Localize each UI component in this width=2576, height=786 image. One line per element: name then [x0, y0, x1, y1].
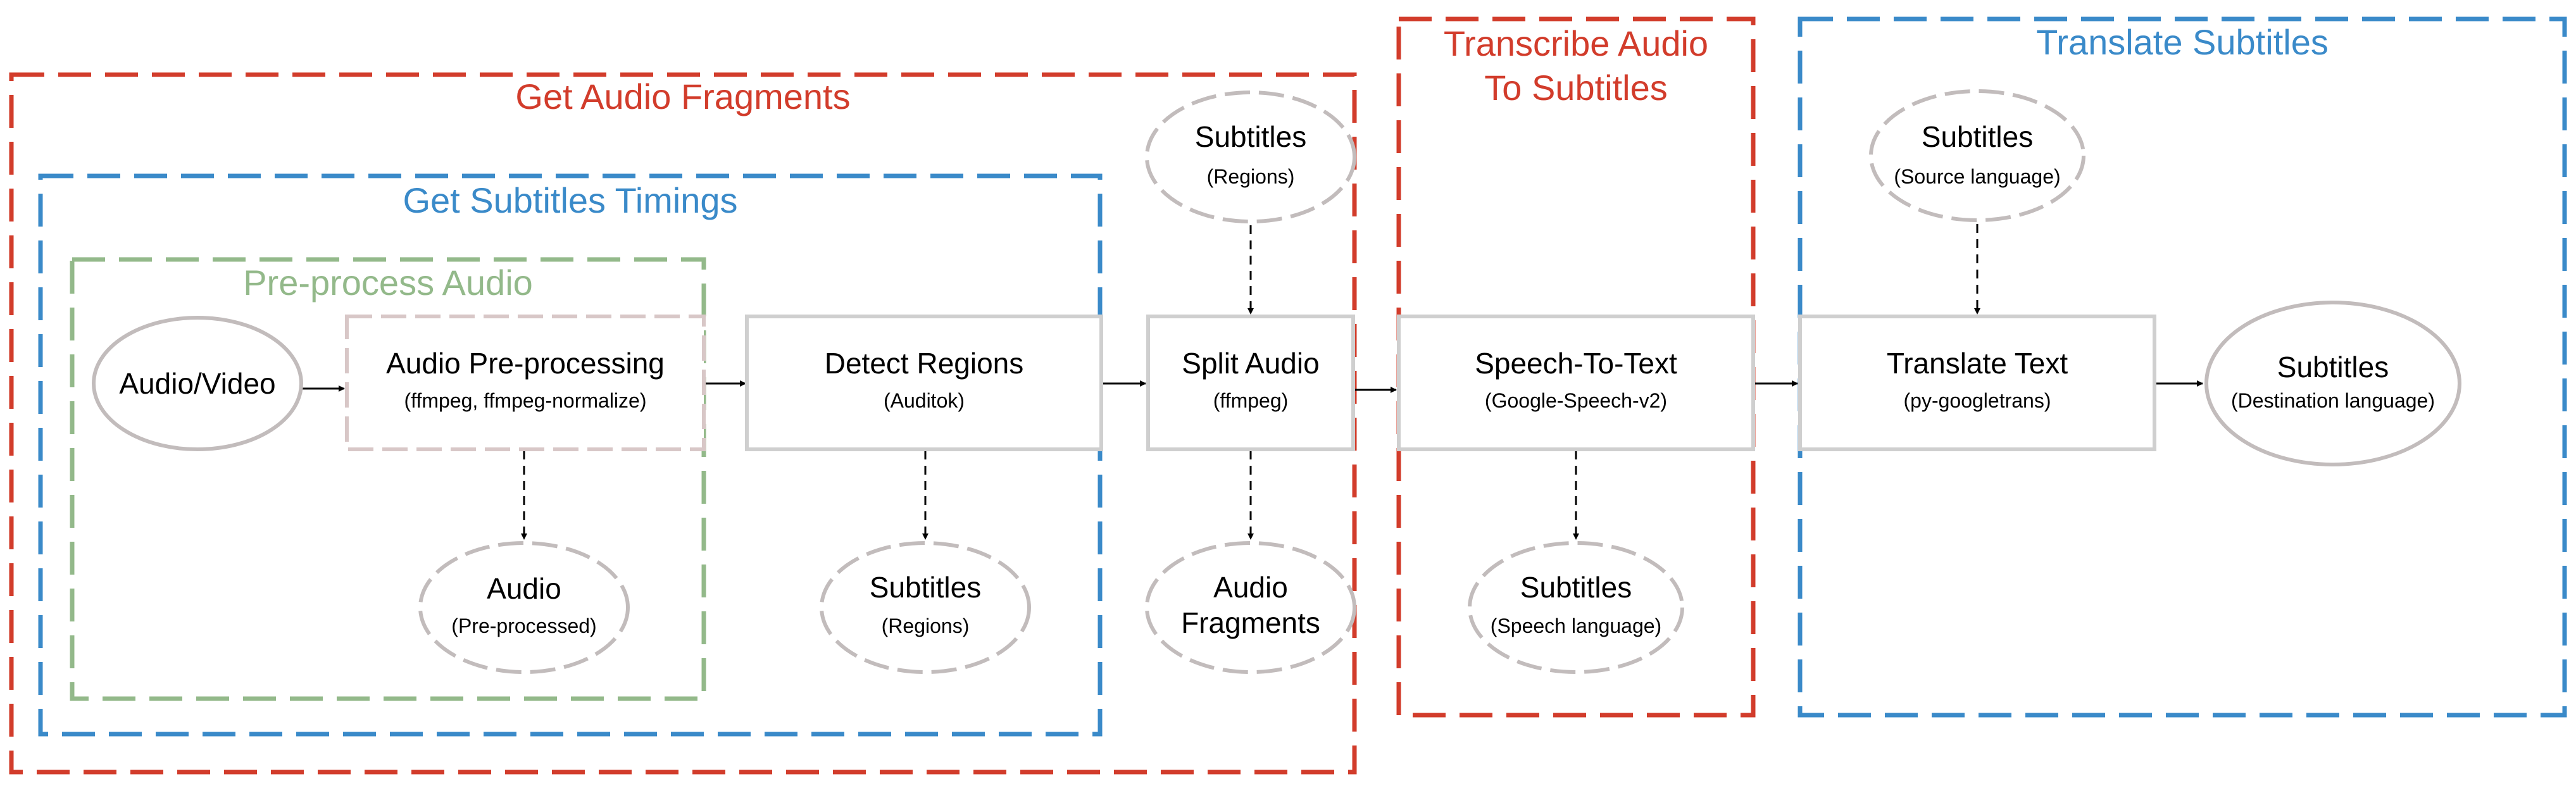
- node-subtitles-regions-out: Subtitles (Regions): [820, 541, 1031, 674]
- node-subtitles-regions-in-shape: [1145, 90, 1356, 223]
- node-split-audio: Split Audio (ffmpeg): [1146, 315, 1355, 451]
- node-subtitles-destination-title: Subtitles: [2277, 351, 2389, 384]
- group-title-transcribe-line2: To Subtitles: [1484, 68, 1668, 108]
- node-subtitles-regions-out-shape: [820, 541, 1031, 674]
- group-title-preprocess-audio: Pre-process Audio: [243, 263, 533, 303]
- node-subtitles-destination-shape: [2204, 301, 2461, 466]
- node-audio-preprocessing: Audio Pre-processing (ffmpeg, ffmpeg-nor…: [345, 315, 706, 451]
- node-subtitles-destination: Subtitles (Destination language): [2204, 301, 2461, 466]
- node-translate-text: Translate Text (py-googletrans): [1798, 315, 2156, 451]
- node-speech-to-text: Speech-To-Text (Google-Speech-v2): [1397, 315, 1755, 451]
- node-audio-preprocessing-sub: (ffmpeg, ffmpeg-normalize): [404, 389, 647, 412]
- node-subtitles-destination-sub: (Destination language): [2231, 389, 2435, 412]
- node-audio-preprocessed-title: Audio: [487, 572, 561, 605]
- group-preprocess-audio: [70, 257, 706, 701]
- node-subtitles-speech-shape: [1468, 541, 1684, 674]
- node-detect-regions-sub: (Auditok): [884, 389, 965, 412]
- node-audio-fragments-shape: [1145, 541, 1356, 674]
- node-audio-preprocessing-shape: [345, 315, 706, 451]
- node-subtitles-source-title: Subtitles: [1922, 120, 2033, 153]
- node-detect-regions-shape: [745, 315, 1103, 451]
- node-audio-preprocessed-sub: (Pre-processed): [451, 614, 596, 637]
- node-audio-video-shape: [92, 316, 303, 451]
- node-audio-preprocessed-shape: [418, 541, 630, 674]
- node-translate-text-title: Translate Text: [1887, 347, 2068, 380]
- node-audio-preprocessing-title: Audio Pre-processing: [386, 347, 665, 380]
- group-title-translate-subtitles: Translate Subtitles: [2036, 22, 2329, 62]
- node-audio-fragments-title2: Fragments: [1181, 606, 1320, 639]
- node-subtitles-speech: Subtitles (Speech language): [1468, 541, 1684, 674]
- group-title-get-subtitles-timings: Get Subtitles Timings: [403, 180, 737, 220]
- group-title-get-audio-fragments: Get Audio Fragments: [515, 77, 850, 116]
- node-audio-preprocessed: Audio (Pre-processed): [418, 541, 630, 674]
- node-audio-fragments: Audio Fragments: [1145, 541, 1356, 674]
- group-title-transcribe-line1: Transcribe Audio: [1444, 23, 1708, 63]
- group-translate-subtitles: [1798, 16, 2567, 718]
- node-subtitles-regions-in: Subtitles (Regions): [1145, 90, 1356, 223]
- node-detect-regions-title: Detect Regions: [825, 347, 1024, 380]
- node-subtitles-speech-sub: (Speech language): [1491, 614, 1661, 637]
- node-speech-to-text-shape: [1397, 315, 1755, 451]
- node-subtitles-source: Subtitles (Source language): [1869, 89, 2085, 222]
- node-subtitles-regions-out-sub: (Regions): [882, 614, 970, 637]
- node-subtitles-regions-in-title: Subtitles: [1195, 120, 1306, 153]
- node-split-audio-shape: [1146, 315, 1355, 451]
- node-subtitles-source-shape: [1869, 89, 2085, 222]
- node-translate-text-shape: [1798, 315, 2156, 451]
- node-speech-to-text-title: Speech-To-Text: [1475, 347, 1677, 380]
- node-audio-fragments-title1: Audio: [1213, 571, 1288, 604]
- node-subtitles-regions-out-title: Subtitles: [870, 571, 981, 604]
- node-subtitles-regions-in-sub: (Regions): [1207, 165, 1295, 188]
- group-get-subtitles-timings: [38, 173, 1103, 737]
- node-subtitles-speech-title: Subtitles: [1520, 571, 1632, 604]
- node-translate-text-sub: (py-googletrans): [1904, 389, 2051, 412]
- node-audio-video-title: Audio/Video: [119, 367, 275, 400]
- node-audio-video: Audio/Video: [92, 316, 303, 451]
- node-split-audio-title: Split Audio: [1182, 347, 1319, 380]
- node-detect-regions: Detect Regions (Auditok): [745, 315, 1103, 451]
- node-subtitles-source-sub: (Source language): [1894, 165, 2060, 188]
- node-split-audio-sub: (ffmpeg): [1213, 389, 1289, 412]
- node-speech-to-text-sub: (Google-Speech-v2): [1485, 389, 1667, 412]
